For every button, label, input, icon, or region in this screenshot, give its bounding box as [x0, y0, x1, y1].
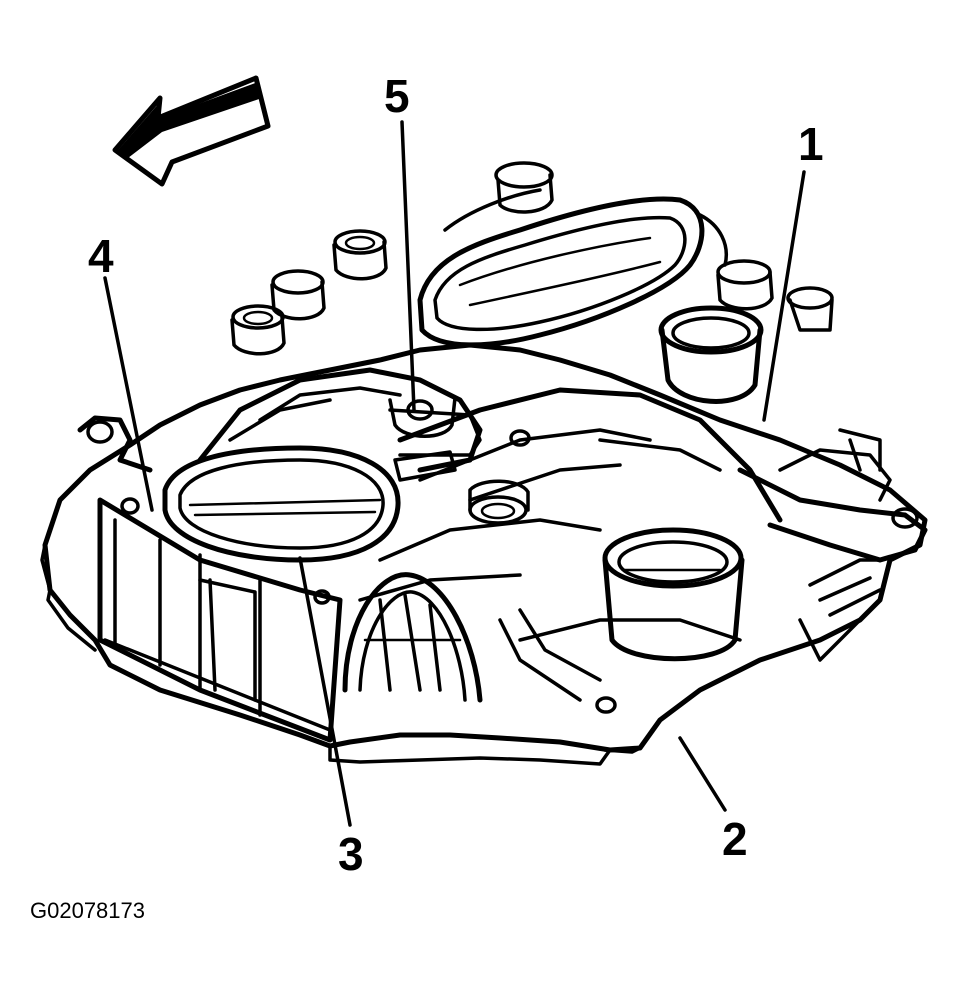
callout-3: 3: [338, 828, 364, 880]
center-arch: [342, 572, 602, 703]
right-flange: [509, 428, 928, 714]
callout-5: 5: [384, 70, 410, 122]
top-oval-gasket: [417, 188, 728, 348]
direction-arrow-icon: [112, 75, 271, 187]
manifold-body: [40, 342, 928, 766]
upper-runners: [197, 367, 783, 642]
figure-id-label: G02078173: [30, 898, 145, 923]
leader-lines: [103, 120, 806, 827]
callout-4: 4: [88, 230, 114, 282]
sensor-boss: [388, 396, 457, 482]
callout-2: 2: [722, 813, 748, 865]
left-flange: [77, 415, 331, 605]
injector-bosses: [230, 161, 834, 525]
coolant-ports: [602, 305, 764, 662]
throttle-body-opening: [162, 445, 401, 563]
callout-1: 1: [798, 118, 824, 170]
